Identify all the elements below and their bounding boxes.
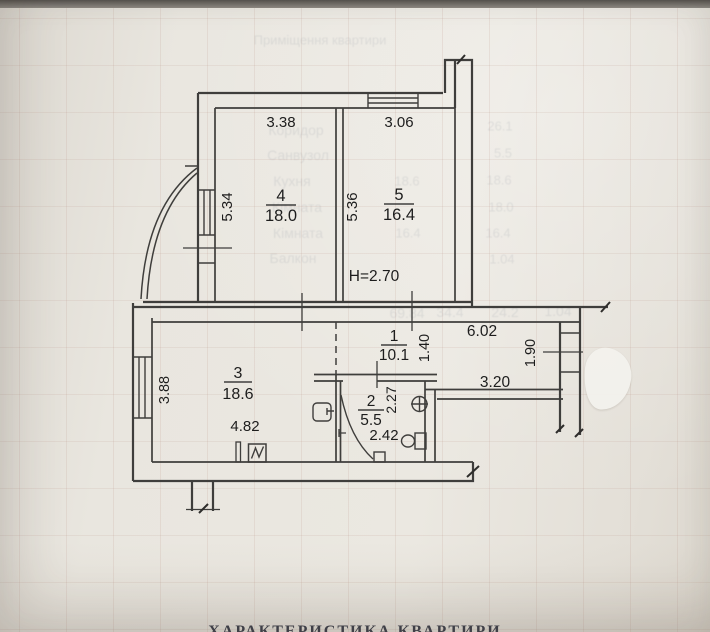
corridor-length-dim: 3.20 bbox=[480, 374, 511, 391]
room4-area: 18.0 bbox=[265, 207, 297, 225]
kitchen-area: 18.6 bbox=[222, 386, 253, 403]
electrical-panel-icon bbox=[235, 441, 267, 463]
bleed-through-text: 16.4 bbox=[395, 225, 421, 241]
room5-depth-dim: 5.36 bbox=[344, 192, 361, 221]
bleed-through-text: Кухня bbox=[273, 173, 311, 189]
room5-number: 5 bbox=[394, 186, 403, 204]
outer-walls bbox=[131, 58, 608, 511]
door-handle-mark bbox=[338, 429, 346, 437]
label-underlines bbox=[224, 203, 414, 411]
room5-area: 16.4 bbox=[383, 206, 415, 224]
tick-marks bbox=[183, 247, 583, 511]
bleed-through-text: 69.84 bbox=[389, 305, 425, 321]
kitchen-sink-icon bbox=[312, 402, 334, 422]
bathroom-floor-box bbox=[373, 451, 386, 463]
corridor-width-dim: 1.90 bbox=[523, 339, 539, 367]
inner-walls bbox=[151, 107, 580, 463]
bleed-through-text: 16.4 bbox=[485, 225, 511, 241]
room4-number: 4 bbox=[276, 187, 285, 205]
hall-length-dim: 6.02 bbox=[467, 323, 497, 340]
washbasin-icon bbox=[411, 395, 428, 413]
kitchen-number: 3 bbox=[234, 365, 243, 382]
dimension-labels: 3.38 3.06 5.34 5.36 6.02 1.40 1.90 3.20 … bbox=[157, 114, 539, 444]
bleed-through-text: 1.04 bbox=[489, 251, 515, 267]
bleed-through-text: Балкон bbox=[269, 250, 317, 266]
cut-marks bbox=[198, 54, 611, 514]
bleed-through-text: Кімната bbox=[271, 199, 323, 215]
photo-top-edge bbox=[0, 0, 710, 8]
balcony bbox=[140, 165, 198, 300]
kitchen-depth-dim: 3.88 bbox=[157, 376, 173, 404]
bath-depth-dim: 2.27 bbox=[383, 386, 399, 413]
bath-number: 2 bbox=[367, 393, 376, 410]
hall-area: 10.1 bbox=[379, 347, 409, 364]
bleed-through-text: Санвузол bbox=[267, 147, 329, 163]
hall-width-dim: 1.40 bbox=[417, 334, 433, 362]
hall-number: 1 bbox=[390, 328, 399, 345]
bleed-through-text: Приміщення квартири bbox=[253, 32, 387, 48]
bleed-through-text: 26.1 bbox=[487, 118, 513, 134]
room5-width-dim: 3.06 bbox=[384, 114, 413, 131]
document-caption: ХАРАКТЕРИСТИКА КВАРТИРИ bbox=[208, 623, 502, 632]
room4-width-dim: 3.38 bbox=[266, 114, 295, 131]
bleed-through-text: 18.6 bbox=[486, 172, 512, 188]
bleed-through-text: Кімната bbox=[272, 225, 324, 241]
bleed-through-text: Коридор bbox=[268, 122, 324, 138]
bleed-through-text: 18.6 bbox=[394, 173, 420, 189]
kitchen-width-dim: 4.82 bbox=[230, 418, 259, 435]
bleed-through-text: 5.5 bbox=[493, 145, 513, 161]
bath-area: 5.5 bbox=[360, 412, 382, 429]
bathroom-door-arc bbox=[340, 394, 374, 460]
ceiling-height-note: H=2.70 bbox=[349, 268, 400, 285]
toilet-icon bbox=[400, 432, 427, 450]
room-labels: 4 18.0 5 16.4 1 10.1 3 18.6 2 5.5 bbox=[222, 186, 415, 429]
bath-width-dim: 2.42 bbox=[369, 427, 398, 444]
windows bbox=[133, 93, 580, 419]
room4-depth-dim: 5.34 bbox=[219, 192, 236, 221]
bleed-through-text: 18.0 bbox=[488, 199, 514, 215]
